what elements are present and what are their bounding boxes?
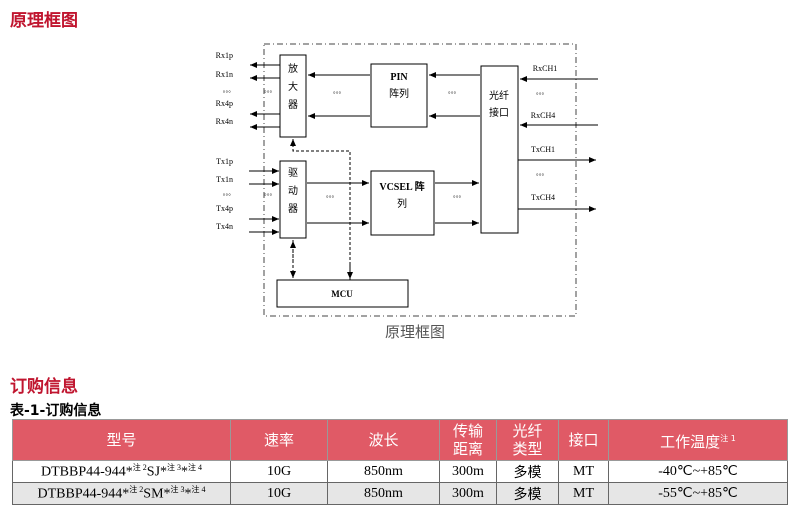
optical-interface-block <box>480 65 519 234</box>
col-distance: 传输距离 <box>439 419 497 461</box>
tx-dots: ◦◦◦ <box>222 190 231 199</box>
cell-distance: 300m <box>439 460 497 483</box>
right-rx-dots: ◦◦◦ <box>536 89 545 98</box>
cell-fiber: 多模 <box>496 460 559 483</box>
driver-label-3: 器 <box>288 203 298 215</box>
amp-label-2: 大 <box>288 80 298 93</box>
amplifier-block <box>279 54 307 138</box>
col-interface: 接口 <box>558 419 609 461</box>
rxch1-label: RxCH1 <box>533 64 557 73</box>
vcsel-label-2: 列 <box>397 197 407 210</box>
rx4n-label: Rx4n <box>216 117 233 126</box>
optical-label-1: 光纤 <box>489 89 509 102</box>
col-fiber: 光纤类型 <box>496 419 559 461</box>
rxch4-label: RxCH4 <box>531 111 555 120</box>
cell-fiber: 多模 <box>496 482 559 505</box>
col-wavelength: 波长 <box>327 419 440 461</box>
table-row: DTBBP44-944*注 2SM*注 3*注 4 10G 850nm 300m… <box>12 482 788 505</box>
txch4-label: TxCH4 <box>531 193 555 202</box>
cell-rate: 10G <box>230 460 328 483</box>
pin-amp-dots: ◦◦◦ <box>333 88 342 97</box>
vcsel-array-block <box>370 170 435 236</box>
cell-rate: 10G <box>230 482 328 505</box>
rx-dots: ◦◦◦ <box>222 87 231 96</box>
pin-label-2: 阵列 <box>389 87 409 100</box>
amp-label-3: 器 <box>288 99 298 111</box>
table-caption: 表-1-订购信息 <box>10 403 102 419</box>
module-boundary <box>263 43 577 317</box>
cell-wavelength: 850nm <box>327 460 440 483</box>
pin-label-1: PIN <box>390 72 408 83</box>
optical-label-2: 接口 <box>489 106 509 119</box>
amp-label-1: 放 <box>288 62 298 75</box>
mcu-block <box>276 279 409 308</box>
diagram-caption: 原理框图 <box>384 323 445 341</box>
tx4p-label: Tx4p <box>216 204 233 213</box>
opt-pin-dots: ◦◦◦ <box>448 88 457 97</box>
txch1-label: TxCH1 <box>531 145 555 154</box>
tx1n-label: Tx1n <box>216 175 233 184</box>
vcsel-opt-dots: ◦◦◦ <box>453 192 462 201</box>
mcu-label: MCU <box>331 289 353 299</box>
vcsel-label-1: VCSEL 阵 <box>379 180 424 193</box>
col-model: 型号 <box>12 419 231 461</box>
col-rate: 速率 <box>230 419 328 461</box>
section-title-diagram: 原理框图 <box>10 11 78 31</box>
cell-temperature: -55℃~+85℃ <box>608 482 788 505</box>
col-temperature: 工作温度注 1 <box>608 419 788 461</box>
rx-dots-inner: ◦◦◦ <box>264 87 273 96</box>
tx-dots-inner: ◦◦◦ <box>264 190 273 199</box>
cell-interface: MT <box>558 482 609 505</box>
table-row: DTBBP44-944*注 2SJ*注 3*注 4 10G 850nm 300m… <box>12 460 788 483</box>
section-title-ordering: 订购信息 <box>10 377 78 397</box>
cell-model: DTBBP44-944*注 2SJ*注 3*注 4 <box>12 460 231 483</box>
cell-temperature: -40℃~+85℃ <box>608 460 788 483</box>
tx1p-label: Tx1p <box>216 157 233 166</box>
driver-block <box>279 160 307 239</box>
rx4p-label: Rx4p <box>216 99 233 108</box>
driver-label-2: 动 <box>288 185 298 197</box>
right-tx-dots: ◦◦◦ <box>536 170 545 179</box>
cell-wavelength: 850nm <box>327 482 440 505</box>
cell-model: DTBBP44-944*注 2SM*注 3*注 4 <box>12 482 231 505</box>
rx1p-label: Rx1p <box>216 51 233 60</box>
cell-distance: 300m <box>439 482 497 505</box>
driver-label-1: 驱 <box>288 167 298 179</box>
block-diagram: 放 大 器 驱 动 器 PIN 阵列 VCSEL 阵 列 光纤 接口 MCU R… <box>216 43 598 317</box>
drv-vcsel-dots: ◦◦◦ <box>326 192 335 201</box>
rx1n-label: Rx1n <box>216 70 233 79</box>
tx4n-label: Tx4n <box>216 222 233 231</box>
table-header-row: 型号 速率 波长 传输距离 光纤类型 接口 工作温度注 1 <box>12 419 788 461</box>
cell-interface: MT <box>558 460 609 483</box>
ordering-table: 型号 速率 波长 传输距离 光纤类型 接口 工作温度注 1 DTBBP44-94… <box>12 419 788 505</box>
pin-array-block <box>370 63 428 128</box>
